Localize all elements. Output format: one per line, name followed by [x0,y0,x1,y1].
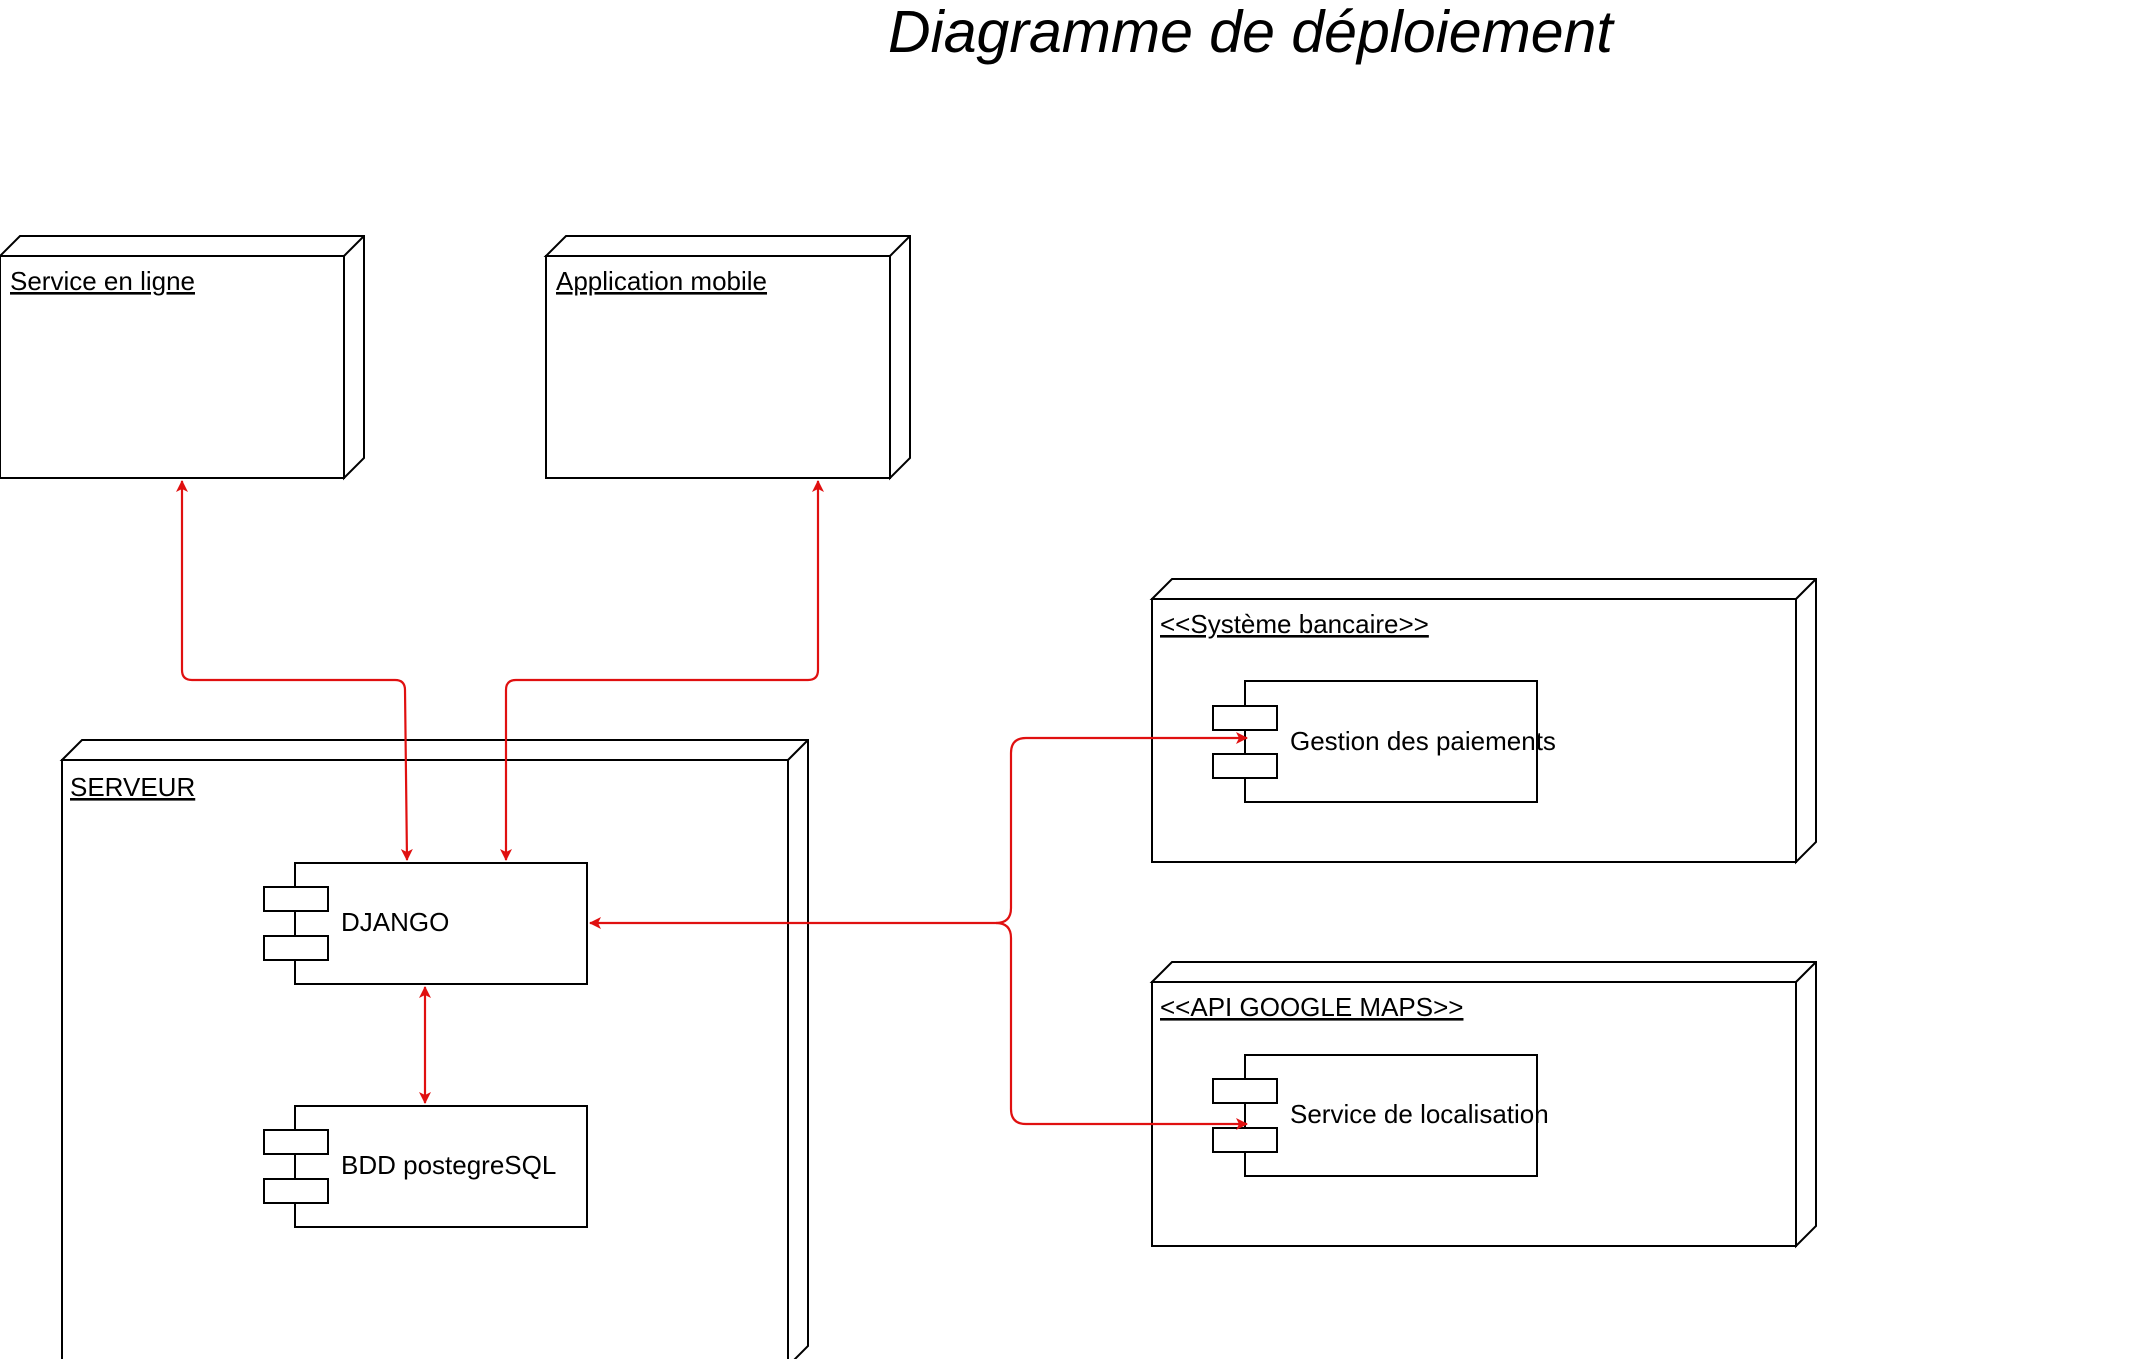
node-service-en-ligne[interactable]: Service en ligne [0,235,365,481]
component-label: Service de localisation [1290,1099,1549,1129]
component-port [263,1129,329,1155]
connector-django-localisation [995,921,1248,1130]
component-port [263,886,329,912]
node-label: SERVEUR [70,772,195,802]
component-port [263,1178,329,1204]
component-label: DJANGO [341,907,449,937]
component-django[interactable]: DJANGO [263,862,588,985]
node-serveur[interactable]: SERVEUR [59,739,809,1364]
connector-application-mobile-django [500,480,824,861]
connector-django-paiements [589,732,1248,929]
node-label: <<Système bancaire>> [1160,609,1429,639]
connector-service-en-ligne-django [176,480,413,861]
node-label: Application mobile [556,266,767,296]
node-application-mobile[interactable]: Application mobile [543,235,911,481]
component-port [263,935,329,961]
component-label: Gestion des paiements [1290,726,1556,756]
component-port [1212,1078,1278,1104]
node-label: Service en ligne [10,266,195,296]
component-bdd-postgresql[interactable]: BDD postegreSQL [263,1105,588,1228]
node-label: <<API GOOGLE MAPS>> [1160,992,1463,1022]
component-port [1212,1127,1278,1153]
component-port [1212,753,1278,779]
component-label: BDD postegreSQL [341,1150,556,1180]
component-service-localisation[interactable]: Service de localisation [1212,1054,1549,1177]
diagram-title: Diagramme de déploiement [888,0,1615,65]
component-gestion-paiements[interactable]: Gestion des paiements [1212,680,1556,803]
component-port [1212,705,1278,731]
